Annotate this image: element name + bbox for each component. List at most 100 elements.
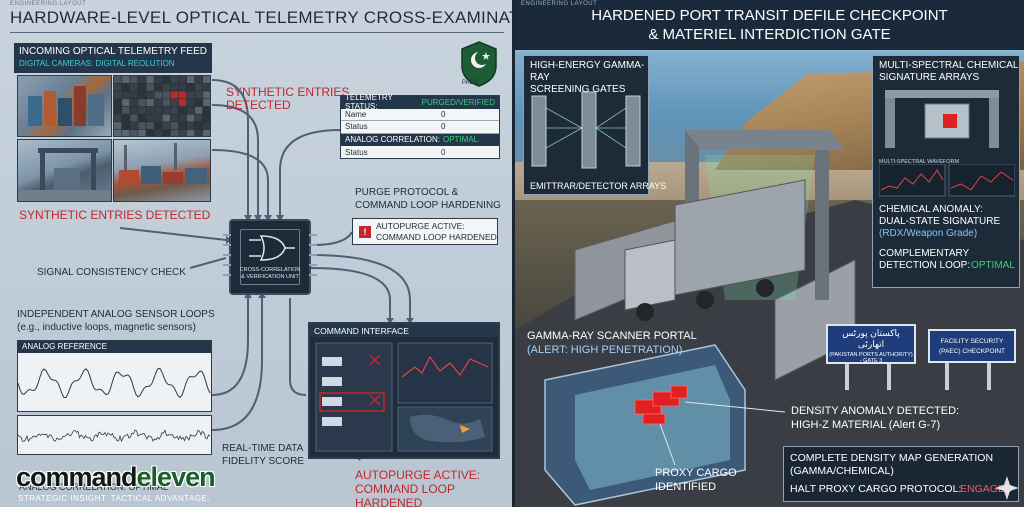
chip-label: CROSS-CORRELATION & VERIFICATION UNIT bbox=[239, 267, 301, 280]
synthetic-entries-label-1: SYNTHETIC ENTRIES DETECTED bbox=[226, 85, 350, 112]
multispectral-label: MULTI-SPECTRAL CHEMICAL SIGNATURE ARRAYS bbox=[879, 60, 1019, 83]
feed-subtitle: DIGITAL CAMERAS: DIGITAL REOLUTION bbox=[19, 59, 175, 68]
checkpoint-scene bbox=[515, 88, 1024, 507]
correlation-value-optimal: OPTIMAL bbox=[442, 135, 479, 145]
complete-density-map-label: COMPLETE DENSITY MAP GENERATION (GAMMA/C… bbox=[790, 452, 994, 477]
pixel-cell bbox=[162, 129, 170, 136]
command-interface-title: COMMAND INTERFACE bbox=[310, 324, 498, 337]
pixel-cell bbox=[114, 122, 122, 130]
autopurge-bottom-label: AUTOPURGE ACTIVE: COMMAND LOOP HARDENED bbox=[355, 468, 481, 507]
synthetic-entries-label-2: SYNTHETIC ENTRIES DETECTED bbox=[19, 208, 211, 222]
pixel-cell bbox=[162, 91, 170, 99]
pixel-cell bbox=[154, 91, 162, 99]
pixel-cell bbox=[130, 76, 138, 83]
pixel-cell bbox=[122, 99, 130, 107]
pixel-cell bbox=[130, 106, 138, 114]
autopurge-alert-text: AUTOPURGE ACTIVE: COMMAND LOOP HARDENED bbox=[376, 220, 497, 242]
pixel-cell bbox=[195, 106, 203, 114]
pixel-cell bbox=[186, 122, 195, 130]
pixel-cell bbox=[130, 114, 138, 122]
pixel-cell bbox=[186, 91, 195, 99]
pixel-cell bbox=[178, 129, 187, 136]
camera-feed-gantry bbox=[17, 139, 112, 202]
pixel-cell bbox=[162, 122, 170, 130]
synthetic-pixel-grid bbox=[114, 76, 210, 136]
pixel-cell bbox=[203, 99, 210, 107]
pixel-cell bbox=[138, 129, 146, 136]
pixel-cell bbox=[195, 114, 203, 122]
pixel-cell bbox=[138, 122, 146, 130]
pixel-cell bbox=[122, 129, 130, 136]
chemical-anomaly-sub: (RDX/Weapon Grade) bbox=[879, 228, 978, 239]
pixel-cell bbox=[122, 122, 130, 130]
command-dashboard bbox=[315, 342, 493, 452]
pixel-cell bbox=[186, 83, 195, 91]
gamma-gates-label: HIGH-ENERGY GAMMA-RAY SCREENING GATES bbox=[530, 60, 645, 95]
chemical-anomaly-label: CHEMICAL ANOMALY: DUAL-STATE SIGNATURE bbox=[879, 204, 1001, 227]
pixel-cell bbox=[138, 114, 146, 122]
verification-unit-chip: CROSS-CORRELATION & VERIFICATION UNIT bbox=[223, 219, 317, 295]
pixel-cell bbox=[203, 106, 210, 114]
pixel-cell bbox=[203, 129, 210, 136]
pixel-cell bbox=[195, 129, 203, 136]
pixel-cell bbox=[170, 106, 179, 114]
pixel-cell bbox=[154, 106, 162, 114]
pixel-cell bbox=[138, 91, 146, 99]
density-map-panel: COMPLETE DENSITY MAP GENERATION (GAMMA/C… bbox=[783, 446, 1019, 502]
right-panel: ENGINEERING LAYOUT HARDENED PORT TRANSIT… bbox=[515, 0, 1024, 507]
analog-correlation-header: ANALOG CORRELATION: OPTIMAL bbox=[341, 133, 499, 146]
pixel-cell bbox=[170, 76, 179, 83]
analog-correlation-bottom: ANALOG CORRELATION: OPTIMAL bbox=[19, 482, 168, 492]
pixel-cell bbox=[122, 76, 130, 83]
pixel-cell bbox=[146, 129, 154, 136]
pixel-cell bbox=[195, 99, 203, 107]
pixel-cell bbox=[154, 122, 162, 130]
pixel-cell bbox=[170, 114, 179, 122]
pixel-cell bbox=[170, 122, 179, 130]
pixel-cell bbox=[162, 114, 170, 122]
camera-feed-port-aerial bbox=[17, 75, 112, 137]
emitter-array-diagram bbox=[531, 91, 641, 169]
pixel-cell bbox=[130, 91, 138, 99]
pixel-cell bbox=[178, 99, 187, 107]
pixel-cell bbox=[186, 114, 195, 122]
pixel-cell bbox=[162, 76, 170, 83]
pixel-cell bbox=[114, 76, 122, 83]
scanner-portal-sub: (ALERT: HIGH PENETRATION) bbox=[527, 344, 683, 356]
warning-icon: ! bbox=[359, 225, 371, 238]
pixel-cell bbox=[162, 99, 170, 107]
spectral-waveform bbox=[879, 164, 1015, 197]
density-anomaly-label: DENSITY ANOMALY DETECTED: HIGH-Z MATERIA… bbox=[791, 405, 960, 431]
analog-noise-waveform bbox=[17, 429, 211, 443]
commandeleven-logo: commandeleven bbox=[16, 462, 216, 492]
pixel-cell bbox=[130, 99, 138, 107]
chip-pins-icon bbox=[223, 234, 317, 276]
pixel-cell bbox=[114, 114, 122, 122]
pixel-cell bbox=[195, 76, 203, 83]
pixel-cell bbox=[154, 99, 162, 107]
pixel-cell bbox=[154, 83, 162, 91]
analog-loops-title: INDEPENDENT ANALOG SENSOR LOOPS (e.g., i… bbox=[17, 309, 215, 333]
pixel-cell bbox=[138, 83, 146, 91]
ports-authority-sign: پاکستان پورٹس اتھارٹی (PAKISTAN PORTS AU… bbox=[826, 324, 916, 364]
pixel-cell bbox=[178, 91, 187, 99]
pixel-cell bbox=[130, 129, 138, 136]
pixel-cell bbox=[178, 114, 187, 122]
pixel-cell bbox=[146, 114, 154, 122]
pixel-cell bbox=[146, 99, 154, 107]
chemical-array-diagram bbox=[885, 90, 999, 148]
fidelity-score-label: REAL-TIME DATA FIDELITY SCORE bbox=[222, 443, 305, 467]
container-terminal-image bbox=[119, 143, 207, 184]
pixel-cell bbox=[146, 106, 154, 114]
pixel-cell bbox=[146, 76, 154, 83]
pixel-cell bbox=[178, 106, 187, 114]
pixel-cell bbox=[186, 76, 195, 83]
pixel-cell bbox=[203, 91, 210, 99]
command-interface-panel: COMMAND INTERFACE bbox=[308, 322, 500, 459]
logo-tagline: STRATEGIC INSIGHT. TACTICAL ADVANTAGE. bbox=[18, 494, 211, 503]
pixel-cell bbox=[114, 129, 122, 136]
pixel-cell bbox=[122, 83, 130, 91]
title-divider bbox=[10, 32, 504, 33]
table-row: Name 0 bbox=[341, 109, 499, 121]
pixel-cell bbox=[186, 99, 195, 107]
